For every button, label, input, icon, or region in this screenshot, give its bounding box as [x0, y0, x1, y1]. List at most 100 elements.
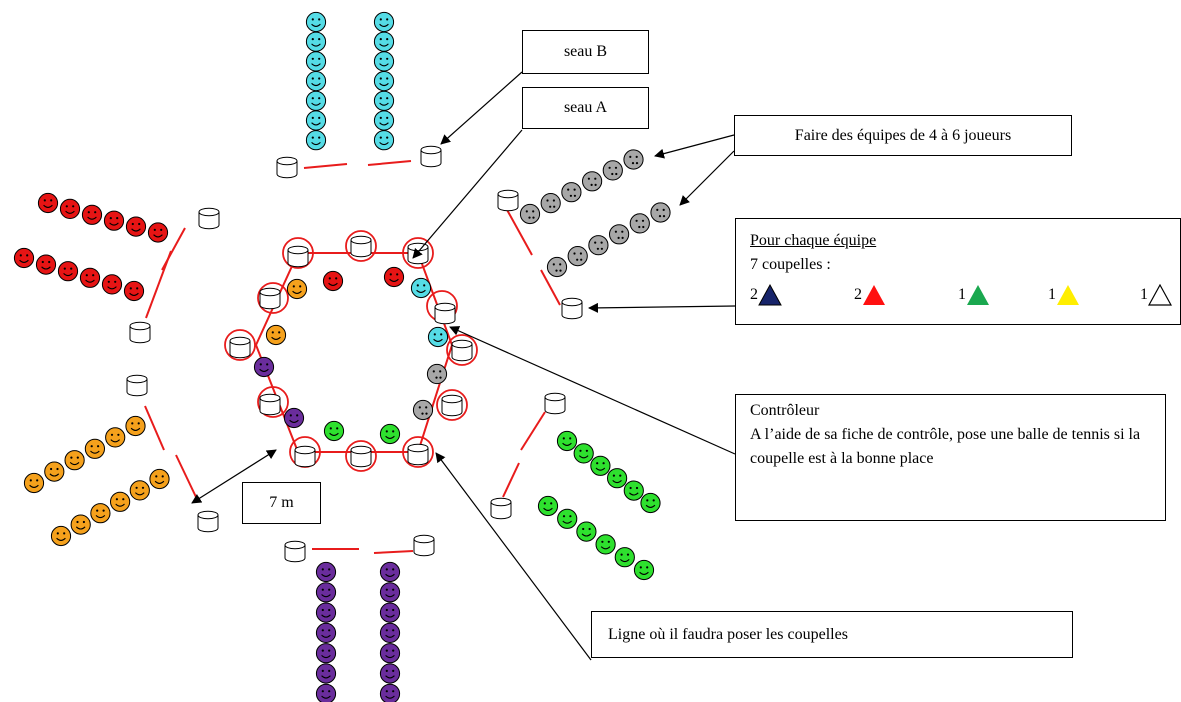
player-face-icon	[315, 643, 337, 664]
player-face-icon	[125, 415, 146, 437]
cup-item: 1	[1048, 283, 1080, 307]
player-face-icon	[147, 222, 169, 243]
player-face-icon	[123, 280, 145, 302]
player-face-icon	[556, 430, 578, 452]
pointer-arrow	[440, 71, 523, 145]
bucket-icon	[129, 321, 151, 344]
cup-ring	[402, 436, 434, 468]
white-triangle-icon	[1148, 284, 1172, 306]
player-face-icon	[81, 204, 103, 225]
player-face-icon	[283, 407, 305, 429]
teams-note-box: Faire des équipes de 4 à 6 joueurs	[734, 115, 1072, 156]
cup-ring	[402, 237, 434, 269]
cup-item: 2	[854, 283, 886, 307]
start-line	[502, 462, 520, 498]
player-face-icon	[125, 216, 147, 237]
player-face-icon	[590, 455, 611, 476]
cups-list: 2 2 1 1 1	[750, 283, 1172, 313]
player-face-icon	[253, 356, 275, 378]
player-face-icon	[614, 547, 635, 568]
player-face-icon	[315, 663, 337, 684]
player-face-icon	[383, 266, 405, 288]
start-line	[175, 454, 197, 498]
bucket-icon	[451, 339, 473, 362]
player-layer	[13, 11, 671, 702]
player-face-icon	[540, 193, 561, 214]
player-face-icon	[315, 683, 337, 702]
cup-item: 1	[1140, 283, 1172, 307]
player-face-icon	[557, 508, 578, 529]
cup-ring	[282, 237, 314, 269]
cup-item: 2	[750, 283, 782, 307]
pointer-arrow	[654, 134, 735, 159]
player-face-icon	[567, 246, 588, 267]
pointer-arrow	[588, 302, 736, 313]
player-face-icon	[537, 495, 559, 517]
player-face-icon	[373, 51, 395, 72]
player-face-icon	[37, 192, 59, 214]
player-face-icon	[379, 683, 401, 702]
player-face-icon	[633, 559, 655, 581]
player-face-icon	[103, 210, 125, 231]
player-face-icon	[602, 160, 623, 181]
bucket-icon	[259, 287, 281, 310]
bucket-icon	[407, 242, 429, 265]
green-triangle-icon	[967, 285, 989, 305]
player-face-icon	[50, 525, 72, 547]
player-face-icon	[379, 561, 401, 583]
player-face-icon	[44, 461, 65, 482]
bucket-icon	[441, 394, 463, 417]
player-face-icon	[35, 254, 57, 275]
player-face-icon	[305, 51, 327, 72]
player-face-icon	[623, 149, 644, 170]
player-face-icon	[623, 480, 644, 501]
cup-ring	[436, 389, 468, 421]
player-face-icon	[101, 274, 123, 295]
player-face-icon	[582, 171, 603, 192]
player-face-icon	[373, 71, 395, 92]
player-face-icon	[59, 198, 81, 219]
start-line	[520, 411, 546, 451]
pointer-arrow	[191, 449, 277, 504]
player-face-icon	[57, 261, 79, 282]
player-face-icon	[379, 582, 401, 603]
player-face-icon	[379, 602, 401, 623]
player-face-icon	[105, 427, 126, 448]
player-face-icon	[576, 521, 597, 542]
player-face-icon	[265, 324, 287, 346]
red-triangle-icon	[863, 285, 885, 305]
yellow-triangle-icon	[1057, 285, 1079, 305]
cup-count: 2	[854, 286, 862, 303]
cup-count: 1	[1140, 286, 1148, 303]
bucket-icon	[259, 393, 281, 416]
bucket-icon	[229, 336, 251, 359]
start-line	[505, 207, 533, 256]
player-face-icon	[607, 468, 628, 489]
player-face-icon	[427, 326, 449, 348]
player-face-icon	[149, 468, 170, 490]
controller-title: Contrôleur	[750, 402, 820, 419]
player-face-icon	[70, 514, 91, 535]
player-face-icon	[84, 438, 106, 459]
player-face-icon	[129, 480, 150, 501]
pointer-arrow	[679, 150, 735, 206]
player-face-icon	[595, 534, 616, 555]
bucket-icon	[198, 207, 220, 230]
player-face-icon	[13, 247, 35, 269]
player-face-icon	[315, 602, 337, 623]
line-note: Ligne où il faudra poser les coupelles	[608, 625, 848, 643]
player-face-icon	[561, 182, 582, 203]
start-line	[367, 160, 412, 166]
start-line	[540, 269, 561, 306]
player-face-icon	[305, 11, 327, 33]
cups-note-box: Pour chaque équipe 7 coupelles : 2 2 1 1…	[735, 218, 1181, 325]
bucket-layer	[126, 145, 583, 563]
cup-item: 1	[958, 283, 990, 307]
pointer-arrow	[449, 326, 736, 455]
player-face-icon	[305, 110, 327, 131]
player-face-icon	[305, 31, 327, 52]
cup-count: 1	[958, 286, 966, 303]
player-face-icon	[323, 420, 345, 442]
cups-subtitle: 7 coupelles :	[750, 256, 831, 273]
